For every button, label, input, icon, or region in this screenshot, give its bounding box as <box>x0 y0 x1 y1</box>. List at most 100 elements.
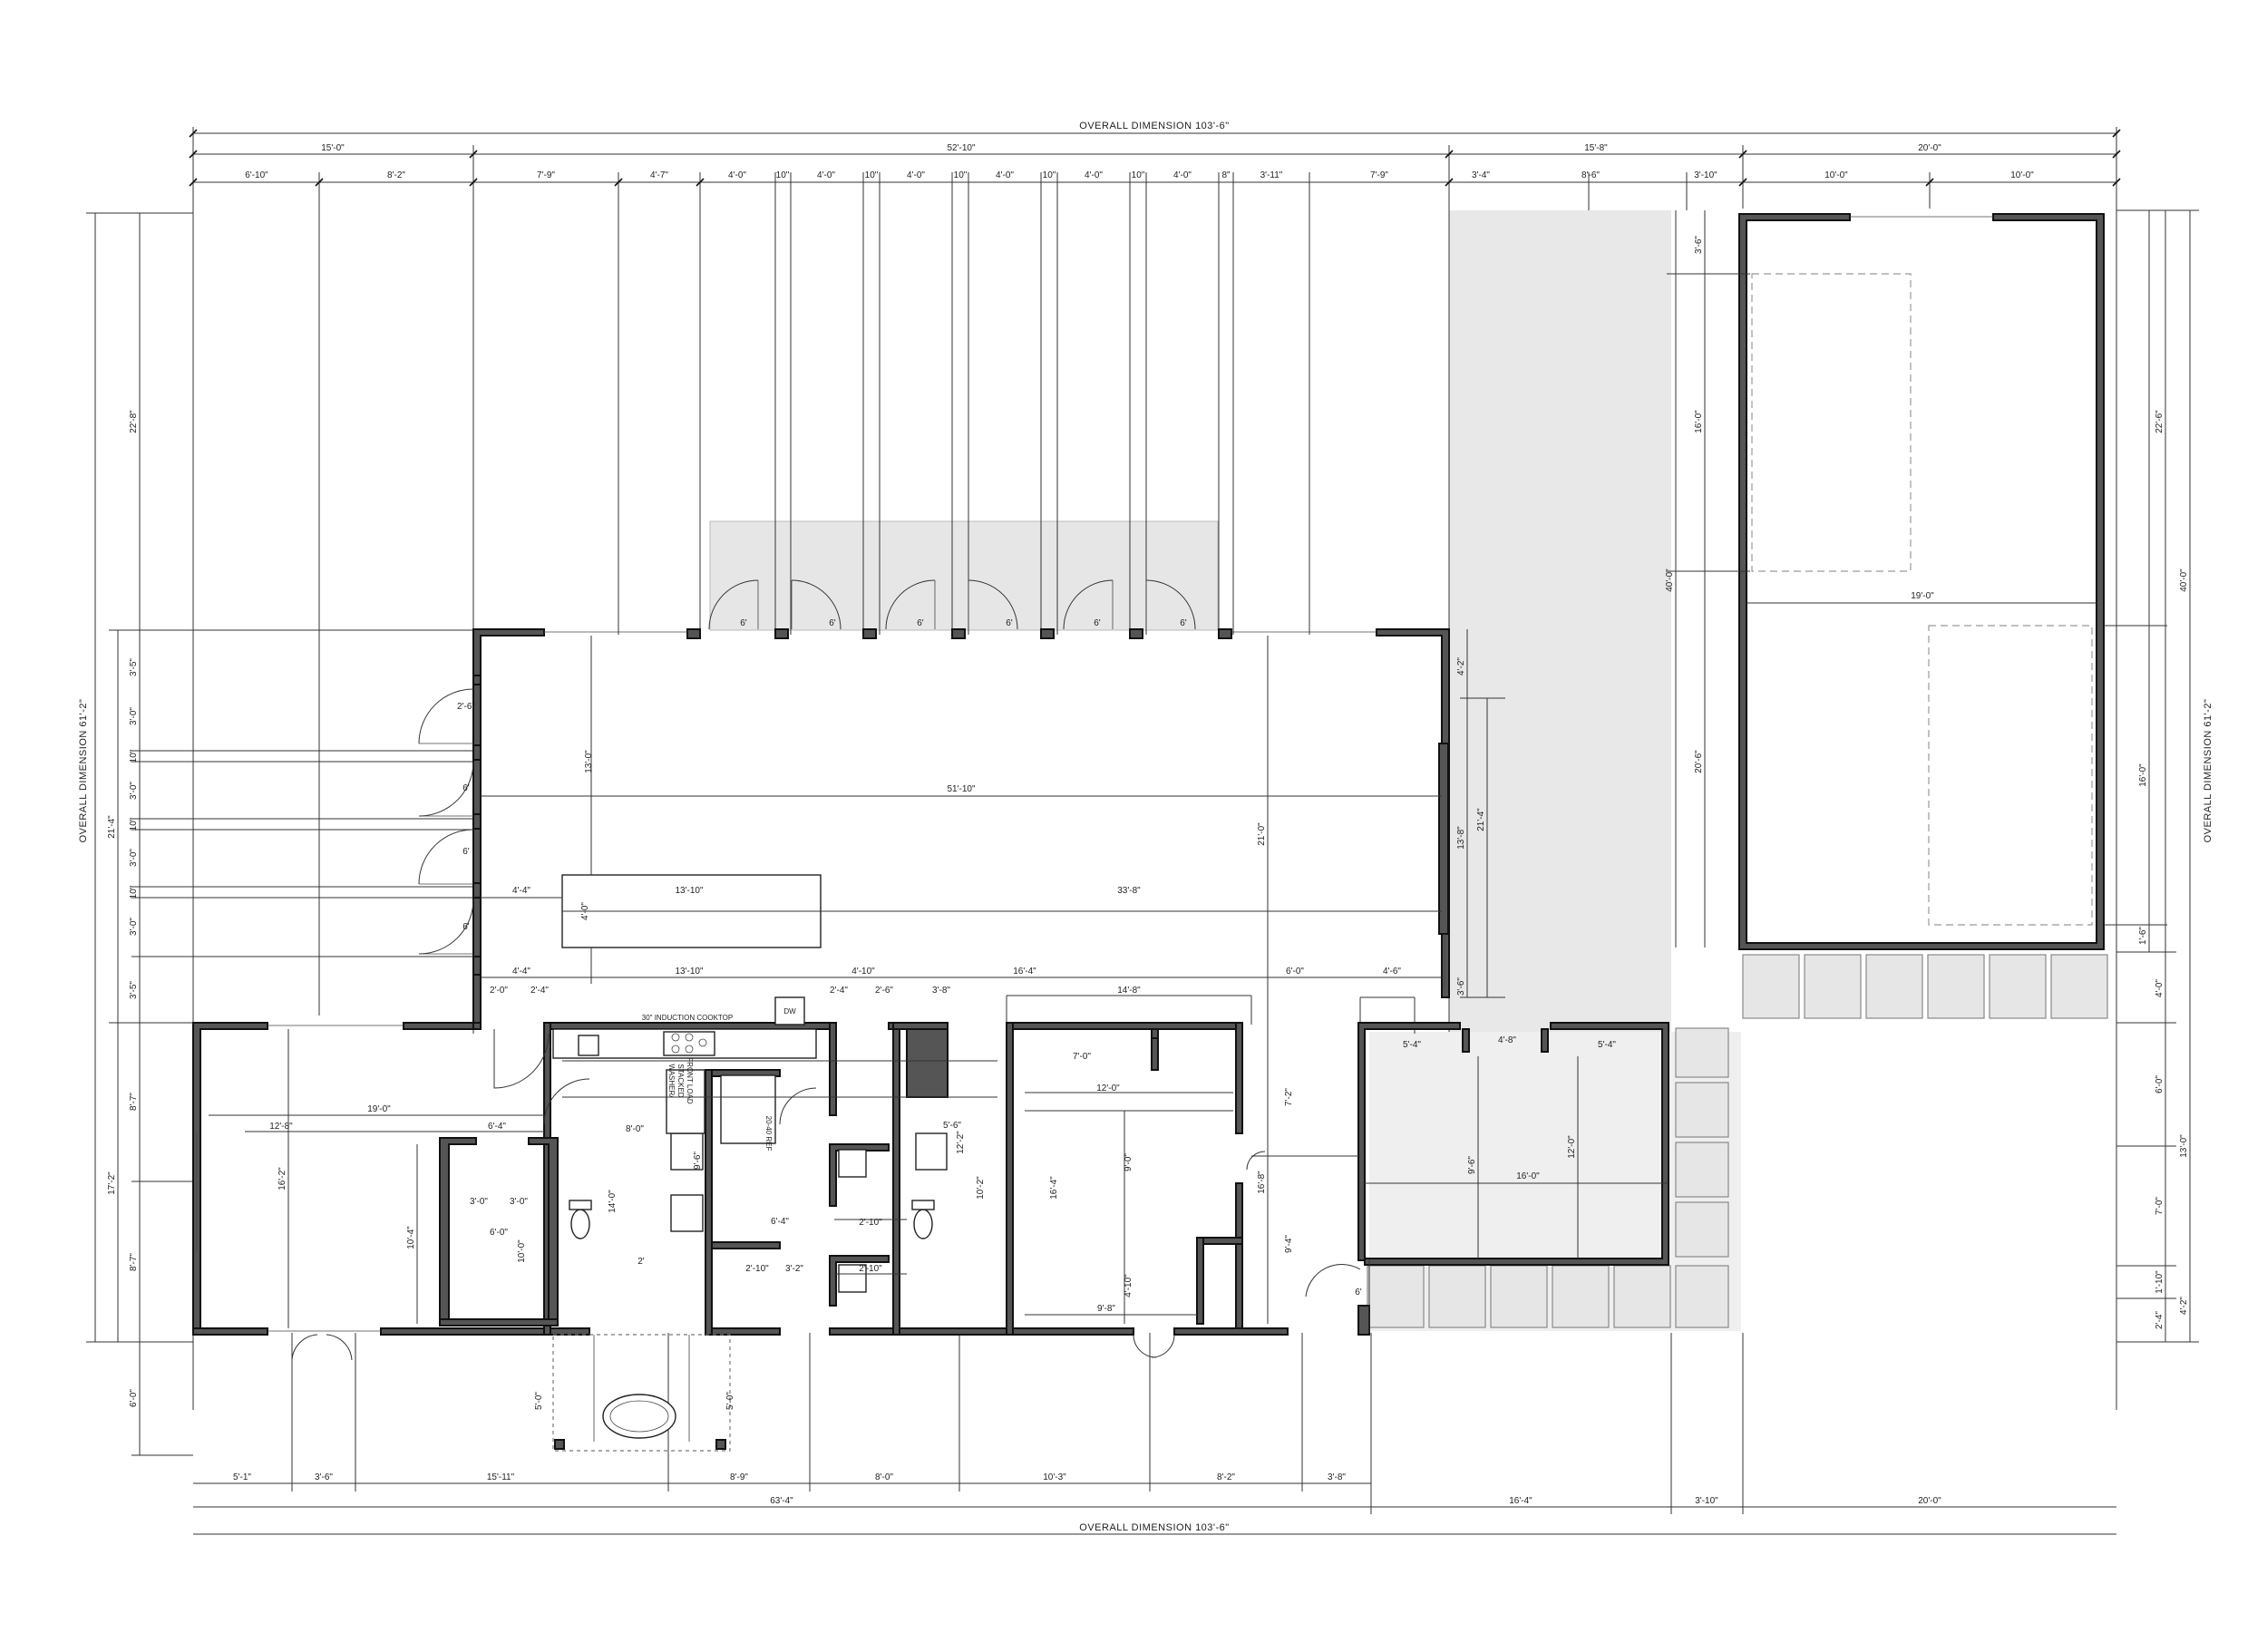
svg-text:5'-0": 5'-0" <box>534 1392 544 1410</box>
svg-text:8'-2": 8'-2" <box>387 170 405 180</box>
great-room <box>472 628 1505 1324</box>
svg-text:20'-6": 20'-6" <box>1694 750 1704 773</box>
svg-text:51'-10": 51'-10" <box>947 784 975 794</box>
svg-text:3'-2": 3'-2" <box>785 1264 803 1274</box>
svg-text:16'-2": 16'-2" <box>277 1167 287 1190</box>
svg-text:5'-0": 5'-0" <box>725 1392 735 1410</box>
svg-text:10'-2": 10'-2" <box>976 1176 986 1200</box>
svg-text:21'-4": 21'-4" <box>1476 808 1486 831</box>
svg-text:3'-6": 3'-6" <box>315 1472 333 1482</box>
svg-text:10'-3": 10'-3" <box>1043 1472 1066 1482</box>
svg-text:21'-0": 21'-0" <box>1257 822 1267 846</box>
svg-text:6'-0": 6'-0" <box>1286 967 1304 977</box>
svg-text:4'-4": 4'-4" <box>512 886 530 896</box>
svg-text:8'-6": 8'-6" <box>1581 170 1600 180</box>
svg-text:10": 10" <box>129 817 139 831</box>
svg-text:7'-9": 7'-9" <box>1370 170 1388 180</box>
svg-text:3'-0": 3'-0" <box>129 707 139 725</box>
svg-text:10": 10" <box>954 170 968 180</box>
svg-text:13'-10": 13'-10" <box>675 886 703 896</box>
svg-text:DW: DW <box>783 1007 796 1015</box>
svg-text:12'-0": 12'-0" <box>1096 1084 1120 1093</box>
svg-text:6': 6' <box>740 618 747 628</box>
svg-text:6': 6' <box>462 847 470 857</box>
svg-text:16'-4": 16'-4" <box>1013 967 1036 977</box>
svg-text:21'-4": 21'-4" <box>107 815 117 839</box>
svg-text:2'-6": 2'-6" <box>875 986 893 996</box>
svg-text:4'-0": 4'-0" <box>1085 170 1103 180</box>
svg-text:5'-1": 5'-1" <box>233 1472 251 1482</box>
fixture-notes: 30" INDUCTION COOKTOP DW WASHER/ STACKED… <box>642 1007 796 1151</box>
svg-text:14'-8": 14'-8" <box>1117 986 1141 996</box>
svg-text:2'-6": 2'-6" <box>457 702 475 712</box>
svg-text:1'-6": 1'-6" <box>2138 927 2148 945</box>
svg-text:12'-8": 12'-8" <box>269 1122 293 1132</box>
svg-text:4'-0": 4'-0" <box>580 902 590 920</box>
svg-text:3'-0": 3'-0" <box>470 1197 488 1207</box>
svg-text:2'-10": 2'-10" <box>745 1264 769 1274</box>
svg-text:8'-0": 8'-0" <box>875 1472 893 1482</box>
svg-text:4'-4": 4'-4" <box>512 967 530 977</box>
left-col-labels: 22'-8" 3'-5" 3'-0" 10" 3'-0" 10" 3'-0" 1… <box>107 410 139 1407</box>
svg-text:6'-0": 6'-0" <box>490 1228 508 1238</box>
svg-text:4'-7": 4'-7" <box>650 170 668 180</box>
svg-text:8'-0": 8'-0" <box>626 1124 644 1134</box>
svg-text:12'-0": 12'-0" <box>1567 1135 1577 1159</box>
side-yard-shading <box>1449 210 1671 1032</box>
bottom-dimension-lines <box>193 1333 2116 1535</box>
svg-text:9'-0": 9'-0" <box>1124 1153 1134 1171</box>
svg-text:10'-4": 10'-4" <box>406 1226 416 1249</box>
svg-text:4'-10": 4'-10" <box>851 967 875 977</box>
svg-text:2'-10": 2'-10" <box>859 1218 882 1228</box>
svg-text:9'-6": 9'-6" <box>1467 1156 1477 1174</box>
svg-text:4'-0": 4'-0" <box>2155 979 2165 997</box>
svg-text:20-40 REF: 20-40 REF <box>764 1116 773 1152</box>
svg-text:8'-7": 8'-7" <box>129 1093 139 1111</box>
svg-text:16'-4": 16'-4" <box>1509 1496 1532 1506</box>
svg-text:10": 10" <box>865 170 879 180</box>
bottom-row2-labels: 63'-4" 16'-4" 3'-10" 20'-0" <box>770 1496 1941 1506</box>
svg-text:3'-6": 3'-6" <box>1694 236 1704 254</box>
left-overall-dimension: OVERALL DIMENSION 61'-2" <box>78 699 89 843</box>
top-dimension-ticks <box>189 129 2121 187</box>
svg-text:30" INDUCTION COOKTOP: 30" INDUCTION COOKTOP <box>642 1014 733 1022</box>
svg-text:5'-4": 5'-4" <box>1403 1040 1421 1050</box>
svg-text:14'-0": 14'-0" <box>608 1190 618 1213</box>
svg-text:13'-0": 13'-0" <box>2179 1134 2189 1158</box>
svg-text:6'-4": 6'-4" <box>488 1122 506 1132</box>
svg-text:6'-0": 6'-0" <box>2155 1075 2165 1093</box>
svg-text:63'-4": 63'-4" <box>770 1496 793 1506</box>
svg-text:6': 6' <box>917 618 924 628</box>
svg-text:8'-7": 8'-7" <box>129 1253 139 1271</box>
paver-grid <box>1367 954 2108 1328</box>
svg-text:15'-11": 15'-11" <box>487 1472 515 1482</box>
svg-text:40'-0": 40'-0" <box>1665 568 1675 592</box>
svg-text:13'-10": 13'-10" <box>675 967 703 977</box>
svg-text:6': 6' <box>462 783 470 793</box>
svg-text:7'-2": 7'-2" <box>1284 1088 1294 1106</box>
svg-text:3'-0": 3'-0" <box>129 849 139 867</box>
svg-text:3'-6": 3'-6" <box>1456 977 1466 996</box>
svg-text:3'-11": 3'-11" <box>1260 170 1283 180</box>
svg-text:13'-0": 13'-0" <box>584 750 594 773</box>
svg-text:7'-0": 7'-0" <box>2155 1197 2165 1215</box>
svg-text:15'-0": 15'-0" <box>321 143 345 153</box>
svg-text:10": 10" <box>1043 170 1056 180</box>
svg-text:6': 6' <box>1355 1288 1362 1297</box>
svg-text:2': 2' <box>637 1257 645 1267</box>
svg-text:12'-2": 12'-2" <box>956 1131 966 1154</box>
svg-text:16'-0": 16'-0" <box>1694 410 1704 433</box>
svg-text:4'-0": 4'-0" <box>728 170 746 180</box>
svg-text:STACKED: STACKED <box>676 1064 685 1097</box>
svg-text:16'-8": 16'-8" <box>1257 1171 1267 1194</box>
lower-wing-detail <box>196 996 1669 1452</box>
svg-text:6': 6' <box>1094 618 1101 628</box>
svg-text:33'-8": 33'-8" <box>1117 886 1141 896</box>
svg-text:1'-10": 1'-10" <box>2155 1270 2165 1294</box>
svg-text:17'-2": 17'-2" <box>107 1171 117 1195</box>
svg-text:3'-8": 3'-8" <box>1328 1472 1346 1482</box>
lower-wing-walls <box>192 974 1669 1336</box>
right-dimension-lines <box>2116 209 2199 1343</box>
svg-text:3'-0": 3'-0" <box>129 918 139 936</box>
svg-text:3'-0": 3'-0" <box>510 1197 528 1207</box>
